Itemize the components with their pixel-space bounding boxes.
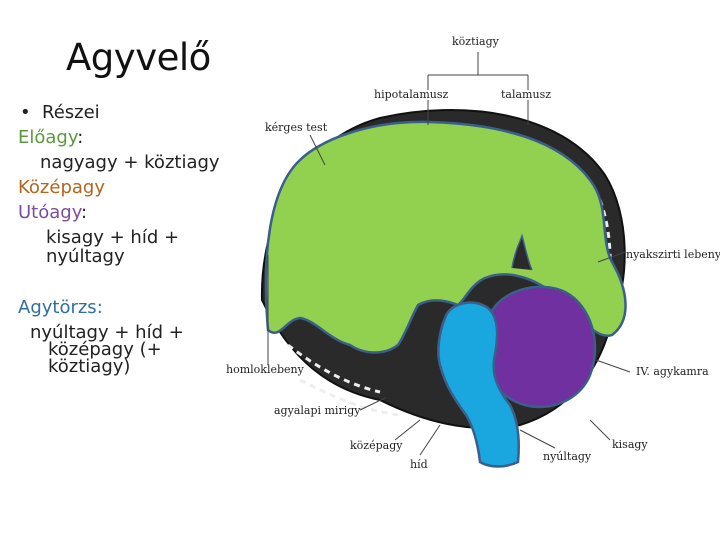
utoagy-parts-2: nyúltagy	[46, 246, 125, 267]
kozepagy-label: Középagy	[18, 177, 105, 198]
agytorzs-label: Agytörzs:	[18, 297, 103, 318]
bullet-text: Részei	[42, 102, 100, 123]
label-kerges-test: kérges test	[265, 121, 328, 134]
label-talamusz: talamusz	[501, 88, 551, 101]
hid-leader	[419, 424, 441, 456]
kozepagy-leader	[394, 419, 421, 441]
agytorzs-parts-1: nyúltagy + híd +	[30, 322, 184, 343]
slide-body: • Részei Előagy: nagyagy + köztiagy Közép…	[18, 100, 248, 379]
label-kozepagy: középagy	[350, 439, 403, 452]
kisagy-region	[485, 285, 597, 409]
label-iv-agykamra: IV. agykamra	[636, 365, 709, 378]
label-nyultagy: nyúltagy	[543, 450, 592, 463]
eloagy-line: Előagy:	[18, 125, 248, 150]
utoagy-parts-1: kisagy + híd +	[46, 227, 180, 248]
nyakszirti-leader	[597, 251, 626, 263]
leader-lines	[267, 52, 631, 456]
iv-agykamra-leader	[595, 359, 631, 373]
label-kisagy: kisagy	[612, 438, 648, 451]
agytorzs-parts-2: középagy (+	[48, 339, 162, 360]
label-hid: híd	[410, 458, 428, 471]
slide-title: Agyvelő	[66, 36, 211, 79]
label-nyakszirti-lebeny: nyakszirti lebeny	[626, 248, 720, 261]
eloagy-label: Előagy	[18, 127, 78, 148]
koztiagy-bracket	[427, 52, 529, 90]
bullet-item: • Részei	[18, 100, 248, 125]
label-homloklebeny: homloklebeny	[226, 363, 305, 376]
kerges-test-leader	[309, 134, 326, 166]
nyultagy-leader	[519, 429, 556, 449]
label-koztiagy: köztiagy	[452, 35, 500, 48]
agyalapi-leader	[359, 397, 386, 411]
agytorzs-region	[437, 301, 520, 468]
utoagy-colon: :	[81, 202, 88, 223]
utoagy-line: Utóagy:	[18, 200, 248, 225]
kisagy-leader	[589, 419, 611, 441]
label-hipotalamusz: hipotalamusz	[374, 88, 448, 101]
eloagy-colon: :	[77, 127, 84, 148]
label-agyalapi-mirigy: agyalapi mirigy	[274, 404, 361, 417]
agytorzs-parts-3: köztiagy)	[48, 356, 131, 377]
bullet-dot-icon: •	[20, 102, 31, 123]
eloagy-parts: nagyagy + köztiagy	[40, 152, 220, 173]
utoagy-label: Utóagy	[18, 202, 82, 223]
nagyagy-notch	[511, 233, 533, 271]
